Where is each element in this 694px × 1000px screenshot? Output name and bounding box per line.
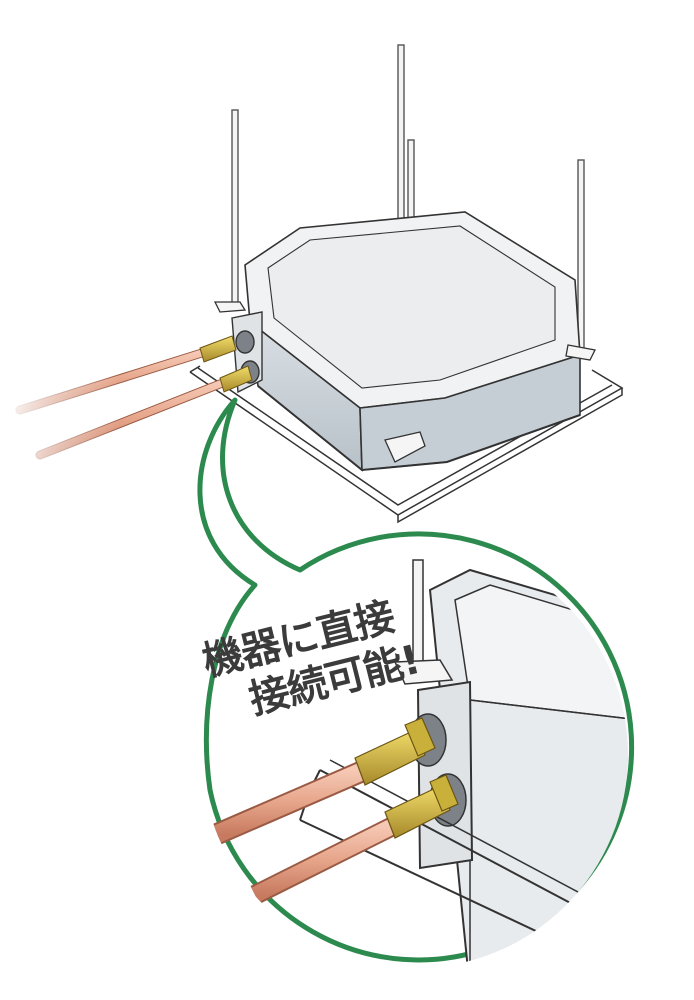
heat-pump-unit-illustration (244, 211, 581, 472)
flare-fitting-icon (199, 335, 253, 393)
hanger-brackets (213, 301, 596, 463)
refrigerant-pipes (0, 340, 230, 470)
